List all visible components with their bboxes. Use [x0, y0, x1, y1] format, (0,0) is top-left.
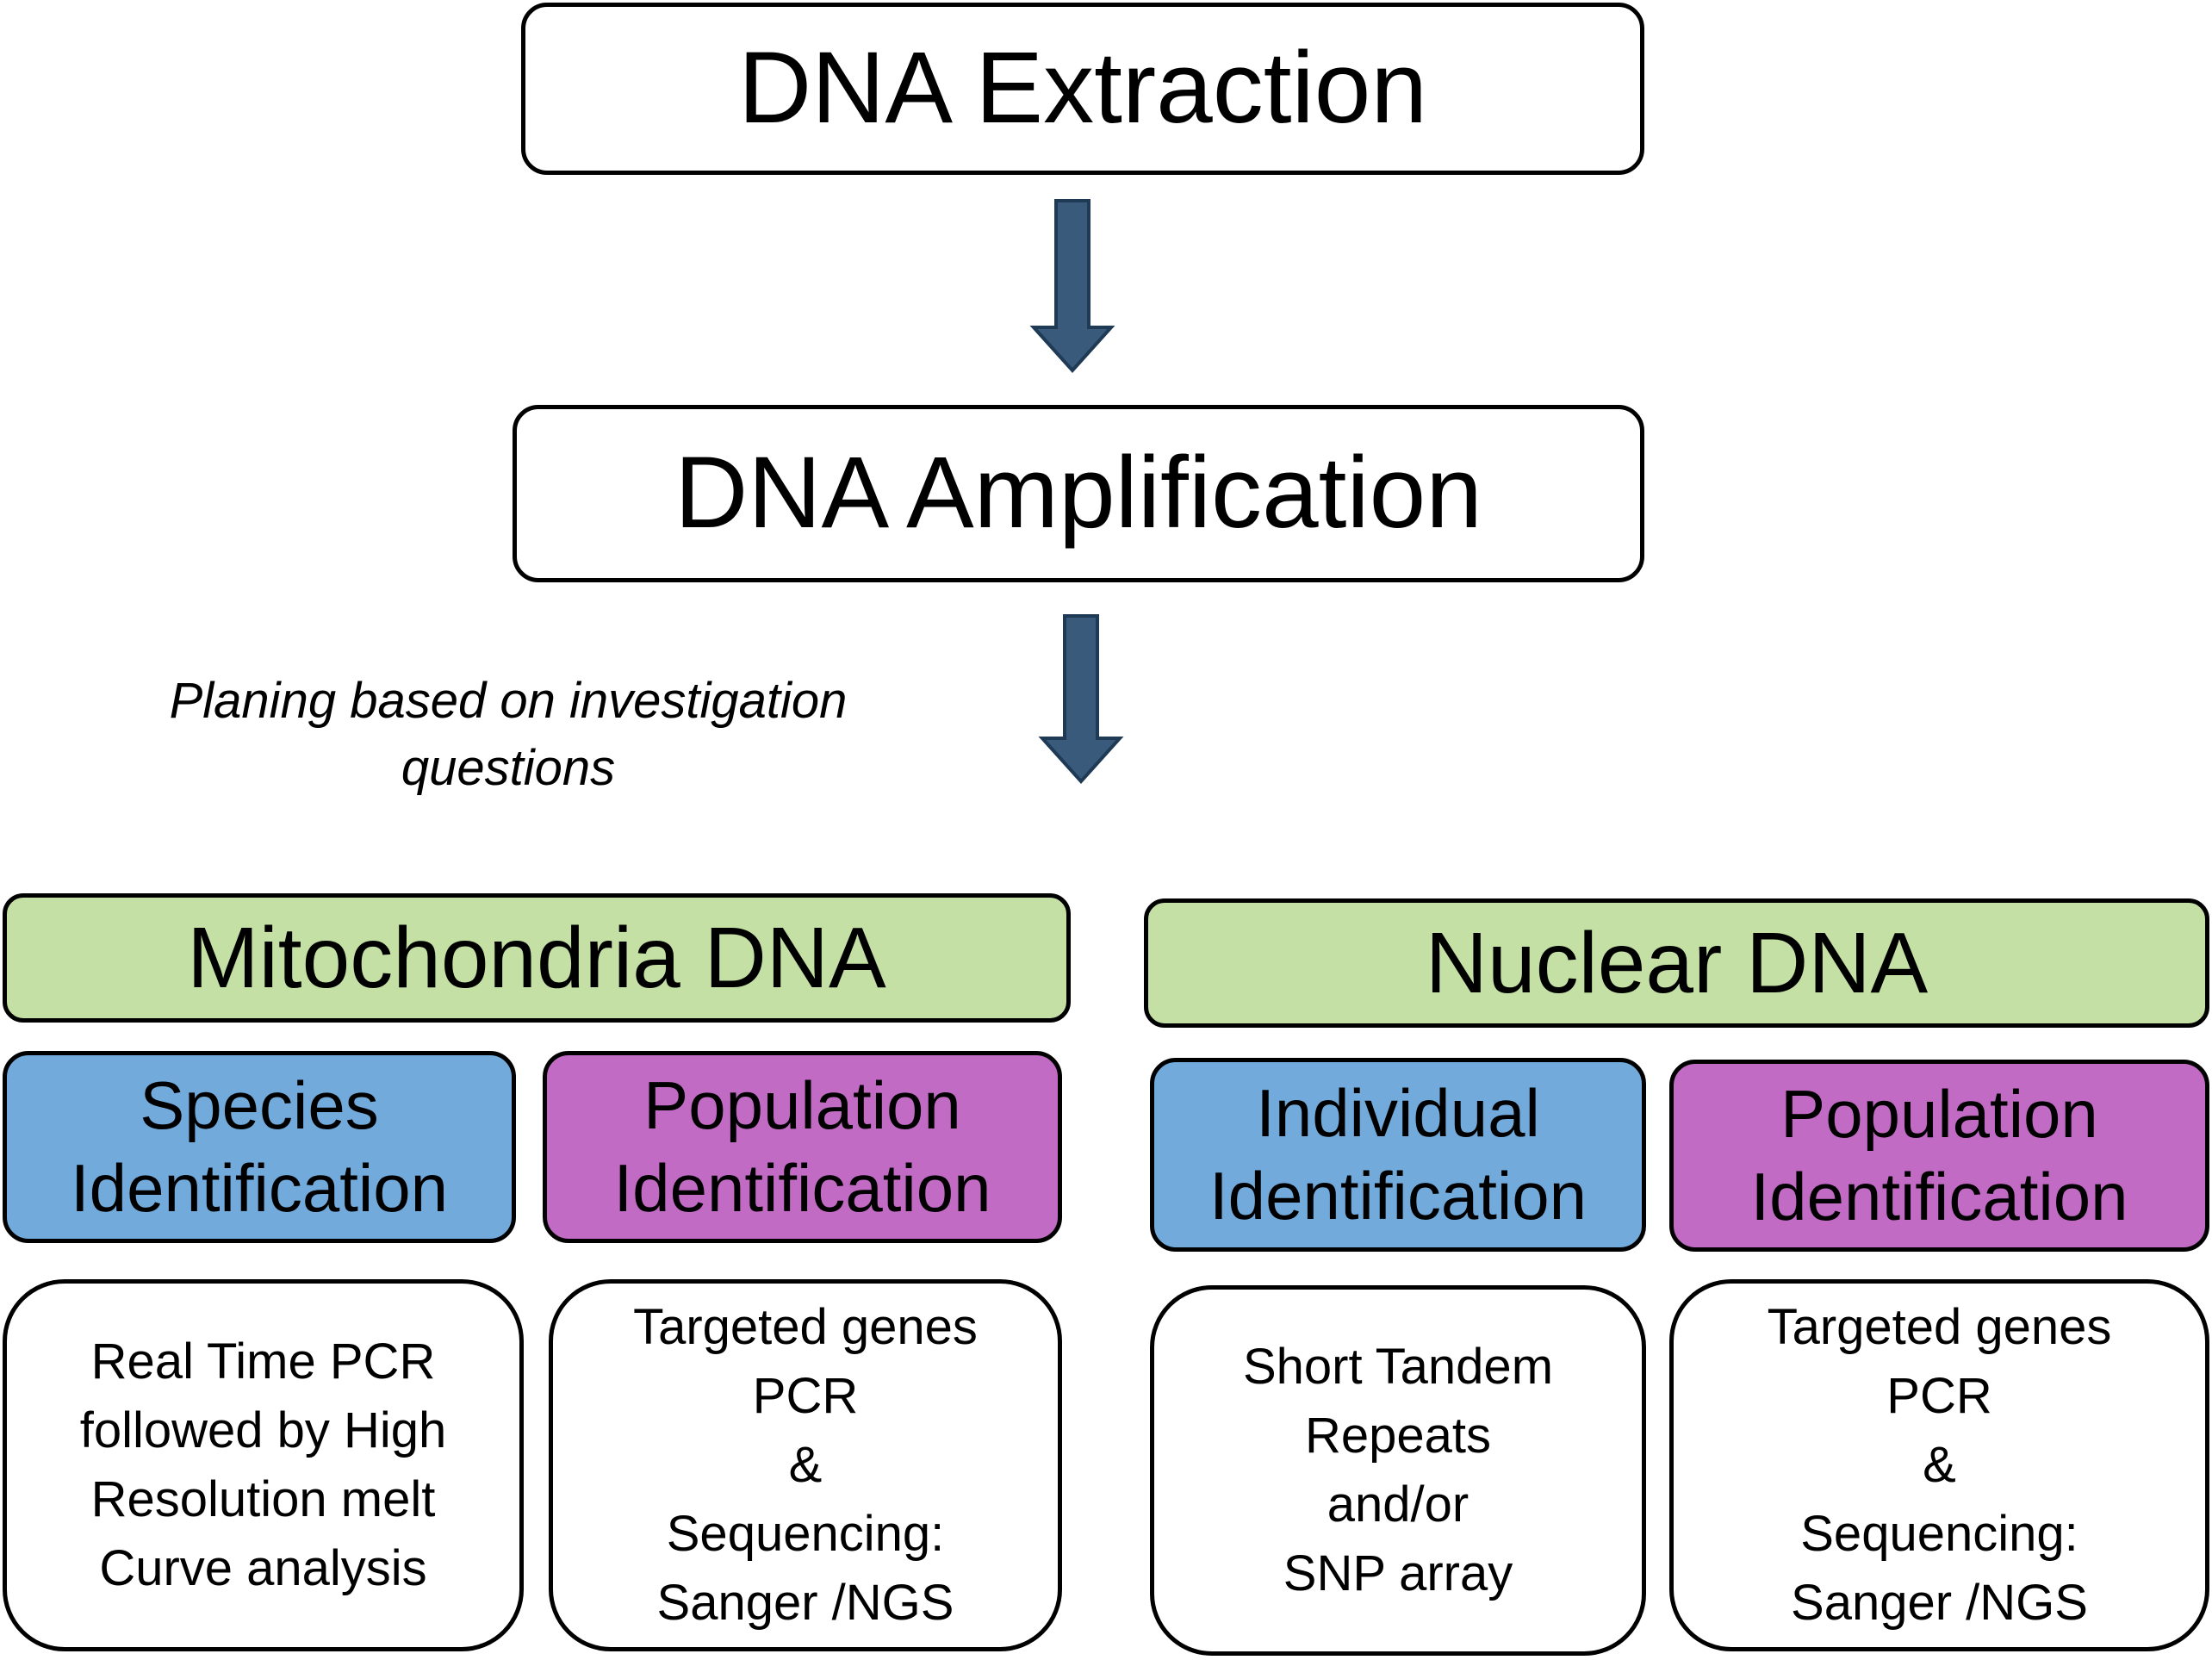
mito-population-identification-line: Population	[643, 1067, 961, 1144]
individual-method-line: Repeats	[1304, 1407, 1492, 1464]
mito-population-method-line: Sequencing:	[666, 1506, 945, 1563]
planning-note: Planing based on investigation questions	[78, 668, 939, 803]
mitochondria-dna-title: Mitochondria DNA	[187, 910, 886, 1006]
planning-note-line: questions	[401, 740, 616, 797]
nuclear-population-method-line: PCR	[1886, 1367, 1992, 1424]
species-method-line: Real Time PCR	[90, 1333, 436, 1390]
nuclear-population-method-line: Sequencing:	[1800, 1506, 2078, 1563]
nuclear-dna-title: Nuclear DNA	[1425, 915, 1929, 1011]
species-identification-line: Species	[140, 1067, 379, 1144]
individual-method-box: Short Tandem Repeats and/or SNP array	[1150, 1285, 1646, 1656]
nuclear-dna-header: Nuclear DNA	[1144, 898, 2209, 1028]
dna-amplification-box: DNA Amplification	[513, 405, 1644, 582]
nuclear-population-method-line: Targeted genes	[1767, 1298, 2112, 1355]
mito-population-identification-line: Identification	[613, 1149, 991, 1226]
individual-identification-line: Identification	[1209, 1157, 1587, 1234]
nuclear-population-identification-line: Identification	[1750, 1158, 2128, 1234]
nuclear-population-method-box: Targeted genes PCR & Sequencing: Sanger …	[1669, 1279, 2209, 1651]
mito-population-method-line: &	[788, 1436, 823, 1493]
species-method-line: followed by High	[79, 1402, 447, 1458]
individual-method-line: SNP array	[1283, 1545, 1513, 1602]
species-method-line: Resolution melt	[90, 1471, 436, 1527]
mito-population-identification-box: Population Identification	[543, 1051, 1062, 1243]
nuclear-population-identification-line: Population	[1780, 1076, 2098, 1153]
individual-method-line: Short Tandem	[1242, 1338, 1554, 1395]
species-method-line: Curve analysis	[99, 1540, 427, 1597]
dna-extraction-box: DNA Extraction	[521, 3, 1644, 175]
mito-population-method-line: Sanger /NGS	[656, 1575, 954, 1632]
mitochondria-dna-header: Mitochondria DNA	[3, 893, 1071, 1023]
dna-extraction-label: DNA Extraction	[737, 31, 1428, 146]
nuclear-population-method-line: &	[1923, 1436, 1956, 1493]
species-identification-box: Species Identification	[3, 1051, 516, 1243]
planning-note-line: Planing based on investigation	[169, 673, 848, 729]
individual-method-line: and/or	[1327, 1477, 1469, 1533]
dna-amplification-label: DNA Amplification	[674, 436, 1482, 550]
individual-identification-line: Individual	[1256, 1075, 1540, 1152]
mito-population-method-line: PCR	[752, 1367, 859, 1424]
arrow-down-icon	[1029, 199, 1115, 373]
nuclear-population-method-line: Sanger /NGS	[1791, 1575, 2088, 1632]
mito-population-method-line: Targeted genes	[633, 1298, 978, 1355]
species-method-box: Real Time PCR followed by High Resolutio…	[3, 1279, 524, 1651]
arrow-down-icon	[1038, 614, 1124, 784]
nuclear-population-identification-box: Population Identification	[1669, 1060, 2209, 1252]
individual-identification-box: Individual Identification	[1150, 1058, 1646, 1252]
mito-population-method-box: Targeted genes PCR & Sequencing: Sanger …	[549, 1279, 1062, 1651]
species-identification-line: Identification	[71, 1149, 448, 1226]
